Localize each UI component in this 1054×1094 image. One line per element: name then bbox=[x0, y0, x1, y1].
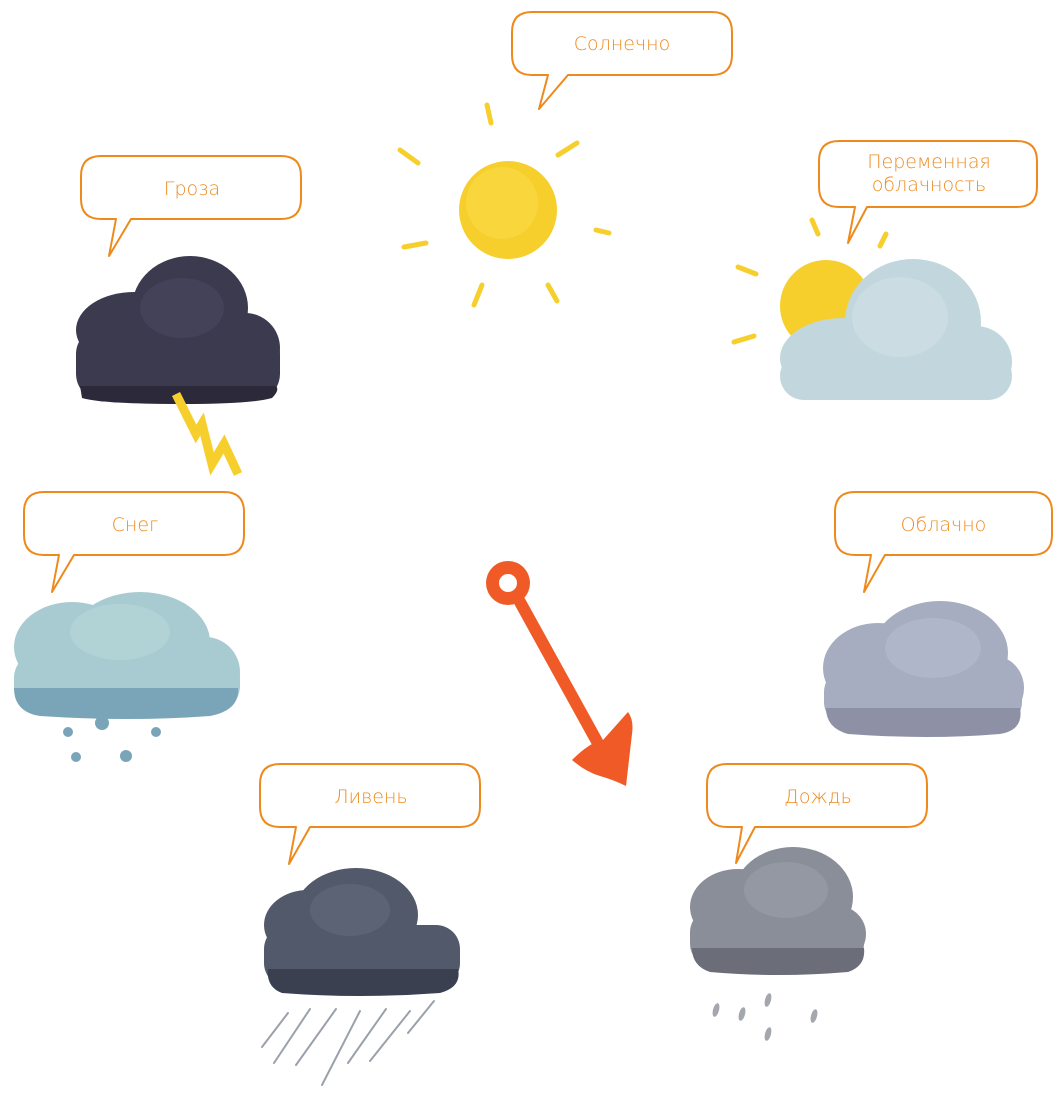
weather-dial-illustration: Солнечно Переменная облачность Гроза Сне… bbox=[0, 0, 1054, 1094]
dial-pointer-arrow-icon bbox=[0, 0, 1054, 1094]
